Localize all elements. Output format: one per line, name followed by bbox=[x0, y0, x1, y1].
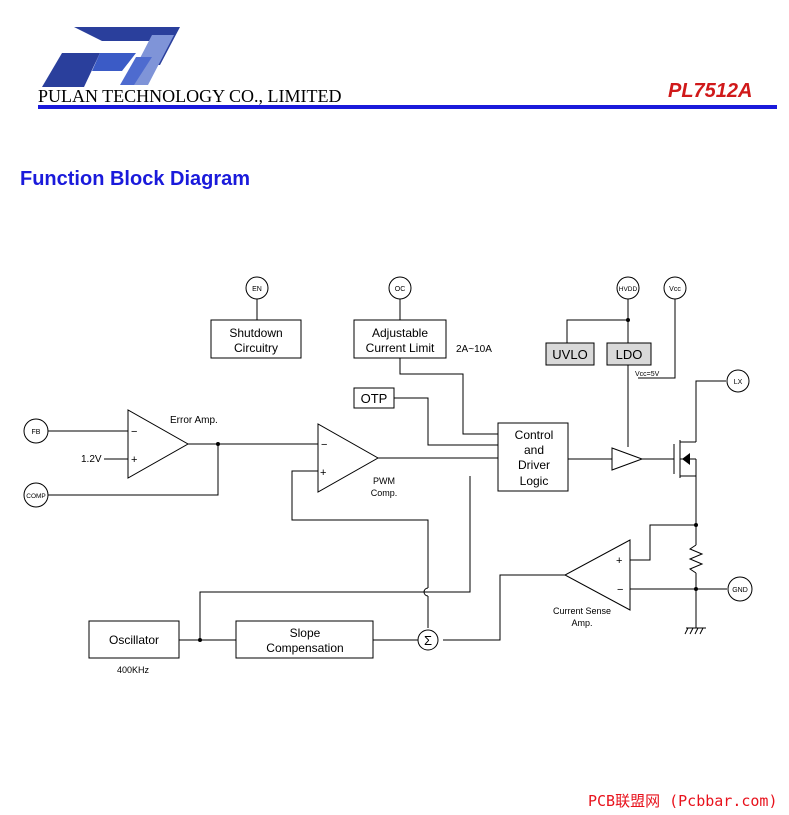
junction-dot bbox=[694, 523, 698, 527]
otp-label: OTP bbox=[361, 391, 388, 406]
pin-en bbox=[245, 276, 269, 300]
junction-dot bbox=[198, 638, 202, 642]
pwm-comp-plus: + bbox=[320, 467, 326, 479]
error-amp-minus: − bbox=[131, 426, 137, 438]
current-range-label: 2A~10A bbox=[456, 344, 492, 355]
error-amp-label: Error Amp. bbox=[170, 415, 218, 426]
shutdown-label-1: Shutdown bbox=[229, 326, 282, 340]
junction-dot bbox=[216, 442, 220, 446]
current-sense-amp bbox=[563, 539, 631, 611]
current-limit-label-1: Adjustable bbox=[372, 326, 428, 340]
pwm-comp-label-1: PWM bbox=[373, 476, 395, 486]
uvlo-label: UVLO bbox=[552, 347, 587, 362]
error-amp bbox=[127, 409, 190, 479]
pin-vcc bbox=[663, 276, 687, 300]
pin-oc bbox=[388, 276, 412, 300]
error-amp-plus: + bbox=[131, 454, 137, 466]
mosfet-arrow bbox=[682, 453, 690, 465]
pin-fb bbox=[23, 418, 49, 444]
company-logo bbox=[42, 27, 180, 87]
uvlo-block bbox=[545, 342, 595, 366]
part-number: PL7512A bbox=[668, 80, 753, 102]
shutdown-label-2: Circuitry bbox=[234, 341, 278, 355]
junction-dot bbox=[626, 318, 630, 322]
pin-oc-label: OC bbox=[395, 286, 406, 293]
pin-hvdd-label: HVDD bbox=[619, 286, 638, 293]
watermark: PCB联盟网 (Pcbbar.com) bbox=[588, 792, 778, 810]
control-label-4: Logic bbox=[520, 474, 549, 488]
shutdown-block bbox=[210, 319, 302, 359]
ldo-label: LDO bbox=[616, 347, 643, 362]
pwm-comp-minus: − bbox=[321, 439, 327, 451]
osc-freq-label: 400KHz bbox=[117, 665, 150, 675]
control-label-2: and bbox=[524, 443, 544, 457]
pin-vcc-label: Vcc bbox=[669, 286, 681, 293]
pin-comp bbox=[23, 482, 49, 508]
driver-buffer bbox=[611, 447, 644, 471]
sum-symbol: Σ bbox=[424, 633, 432, 648]
pin-fb-label: FB bbox=[32, 429, 41, 436]
summing-junction bbox=[417, 629, 439, 651]
current-sense-label-1: Current Sense bbox=[553, 606, 611, 616]
junction-dot bbox=[694, 587, 698, 591]
page-title: Function Block Diagram bbox=[20, 168, 251, 190]
vcc-value-label: Vcc=5V bbox=[635, 371, 660, 378]
company-name: PULAN TECHNOLOGY CO., LIMITED bbox=[38, 86, 342, 106]
pin-en-label: EN bbox=[252, 286, 262, 293]
pwm-comp-label-2: Comp. bbox=[371, 488, 398, 498]
current-sense-minus: − bbox=[617, 584, 623, 596]
pin-lx bbox=[726, 369, 750, 393]
current-sense-label-2: Amp. bbox=[571, 618, 592, 628]
ref-voltage-label: 1.2V bbox=[81, 454, 102, 465]
current-limit-label-2: Current Limit bbox=[366, 341, 435, 355]
pin-gnd bbox=[727, 576, 753, 602]
pin-gnd-label: GND bbox=[732, 587, 748, 594]
oscillator-label: Oscillator bbox=[109, 633, 159, 647]
pin-lx-label: LX bbox=[734, 379, 743, 386]
control-logic-block bbox=[497, 422, 569, 492]
slope-label-1: Slope bbox=[290, 626, 321, 640]
pin-hvdd bbox=[616, 276, 640, 300]
pwm-comparator bbox=[317, 423, 380, 493]
slope-label-2: Compensation bbox=[266, 641, 343, 655]
current-sense-plus: + bbox=[616, 555, 622, 567]
ldo-block bbox=[606, 342, 652, 366]
header-rule bbox=[38, 105, 777, 109]
pin-comp-label: COMP bbox=[26, 493, 46, 500]
control-label-3: Driver bbox=[518, 458, 550, 472]
control-label-1: Control bbox=[515, 428, 554, 442]
